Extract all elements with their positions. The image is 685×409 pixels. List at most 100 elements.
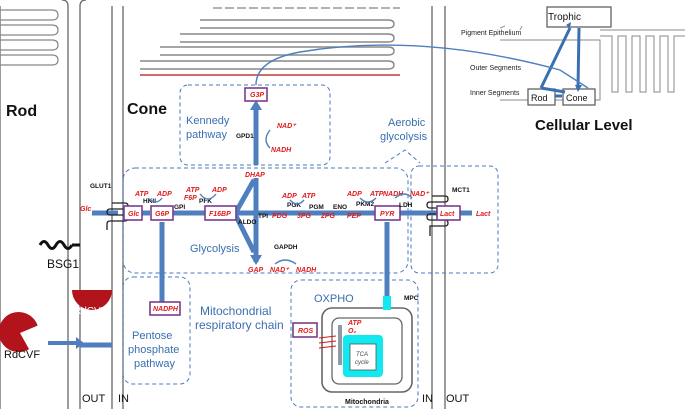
dhap-label: DHAP: [245, 172, 265, 179]
gap-label: GAP: [248, 267, 264, 274]
pentose-label-1: Pentose: [132, 330, 172, 342]
g3p-box: G3P: [244, 87, 268, 102]
kennedy-label-2: pathway: [186, 129, 227, 141]
f6p-label: F6P: [184, 195, 197, 202]
rdcvf-free-shape: [0, 311, 38, 352]
ros-arrows: [318, 335, 337, 349]
tca-label-2: cycle: [355, 360, 369, 366]
svg-text:ROS: ROS: [298, 328, 314, 335]
tpi-label: TPI: [258, 213, 268, 220]
svg-text:PYR: PYR: [380, 211, 394, 218]
3pg-label: 3PG: [297, 213, 312, 220]
lact-out-label: Lact: [476, 211, 491, 218]
svg-text:Glc: Glc: [128, 211, 139, 218]
glycolysis-label: Glycolysis: [190, 243, 240, 255]
rod-outer-segment: [0, 9, 59, 66]
mitochondria: TCA cycle Mitochondria: [321, 296, 413, 406]
respiratory-chain: [338, 325, 342, 365]
nadh-kennedy-label: NADH: [271, 147, 292, 154]
atp-hk-label: ATP: [134, 191, 149, 198]
svg-text:F16BP: F16BP: [209, 211, 231, 218]
g3p-to-trophic-arrow: [255, 44, 589, 89]
svg-text:G3P: G3P: [250, 92, 264, 99]
pigment-epithelium-label: Pigment Epithelium: [461, 30, 521, 37]
oxpho-region: [290, 279, 419, 408]
svg-text:NADPH: NADPH: [153, 306, 179, 313]
svg-text:Lact: Lact: [440, 211, 455, 218]
nadh-ldh-label: NADH: [383, 191, 404, 198]
pentose-label-3: pathway: [134, 358, 175, 370]
aerobic-label-1: Aerobic: [388, 117, 426, 129]
aerobic-pointer: [384, 149, 421, 164]
mct1-label: MCT1: [452, 187, 470, 194]
atp-mito-label: ATP: [347, 320, 362, 327]
atp-pk-label: ATP: [369, 191, 384, 198]
ros-box: ROS: [292, 322, 318, 338]
adp-pk-label: ADP: [346, 191, 362, 198]
nad-kennedy-label: NAD⁺: [277, 123, 297, 130]
glc-out-label: Glc: [80, 206, 91, 213]
rdcvf-bound-shape: [71, 290, 112, 311]
cone-title: Cone: [127, 101, 167, 118]
kennedy-label-1: Kennedy: [186, 115, 230, 127]
cellular-level-inset: Trophic Rod Cone Pigment Epithelium Oute…: [461, 6, 685, 134]
nad-gap-label: NAD⁺: [270, 267, 290, 274]
aerobic-region: [410, 165, 499, 274]
trophic-label: Trophic: [548, 12, 581, 23]
bsg1-receptor: [38, 240, 74, 250]
in-right-label: IN: [422, 393, 433, 405]
outer-segments-label: Outer Segments: [470, 65, 521, 72]
in-left-label: IN: [118, 393, 129, 405]
nadh-gap-label: NADH: [296, 267, 317, 274]
gpd1-label: GPD1: [236, 133, 254, 140]
adp-hk-label: ADP: [156, 191, 172, 198]
cellular-level-title: Cellular Level: [535, 117, 633, 134]
cone-outer-segment: [140, 7, 400, 76]
rdcvf-free-label: RdCVF: [4, 349, 40, 361]
adp-pfk-label: ADP: [211, 187, 227, 194]
out-left-label: OUT: [82, 393, 106, 405]
pyr-box: PYR: [374, 205, 401, 221]
pfk-label: PFK: [199, 198, 212, 205]
rdcvf-arrowhead: [76, 337, 84, 349]
mpc-channel: [383, 296, 391, 310]
inner-segments-label: Inner Segments: [470, 90, 520, 97]
mitochondria-label: Mitochondria: [345, 399, 389, 406]
hkii-label: HKII: [143, 198, 156, 205]
pdg-label: PDG: [272, 213, 288, 220]
inset-rod-label: Rod: [531, 93, 548, 103]
bsg1-label: BSG1: [47, 257, 79, 271]
pep-label: PEP: [347, 213, 361, 220]
oxpho-label: OXPHO: [314, 293, 354, 305]
inset-cone-label: Cone: [566, 93, 588, 103]
atp-pfk-label: ATP: [185, 187, 200, 194]
mito-chain-label-1: Mitochondrial: [200, 304, 271, 318]
aerobic-label-2: glycolysis: [380, 131, 428, 143]
lact-box: Lact: [436, 205, 461, 221]
out-right-label: OUT: [446, 393, 470, 405]
f16bp-box: F16BP: [204, 205, 237, 221]
2pg-label: 2PG: [320, 213, 336, 220]
g6p-box: G6P: [150, 205, 174, 221]
pentose-label-2: phosphate: [128, 344, 179, 356]
ldh-label: LDH: [399, 202, 413, 209]
adp-pgk-label: ADP: [281, 193, 297, 200]
mito-chain-label-2: respiratory chain: [195, 318, 284, 332]
pgm-label: PGM: [309, 204, 324, 211]
pgk-label: PGK: [287, 202, 301, 209]
tca-label-1: TCA: [356, 352, 368, 358]
rdcvf-bound-label: RdCVF: [74, 306, 107, 317]
aldo-label: ALDO: [238, 219, 256, 226]
svg-text:G6P: G6P: [155, 211, 169, 218]
pkm2-label: PKM2: [356, 201, 374, 208]
mpc-label: MPC: [404, 295, 419, 302]
gpi-label: GPI: [174, 204, 185, 211]
eno-label: ENO: [333, 204, 347, 211]
glut1-label: GLUT1: [90, 183, 112, 190]
atp-pgk-label: ATP: [301, 193, 316, 200]
cofactor-arrows: [147, 129, 413, 265]
nadph-box: NADPH: [149, 301, 181, 316]
rod-title: Rod: [6, 103, 37, 120]
pentose-region: [122, 276, 191, 385]
